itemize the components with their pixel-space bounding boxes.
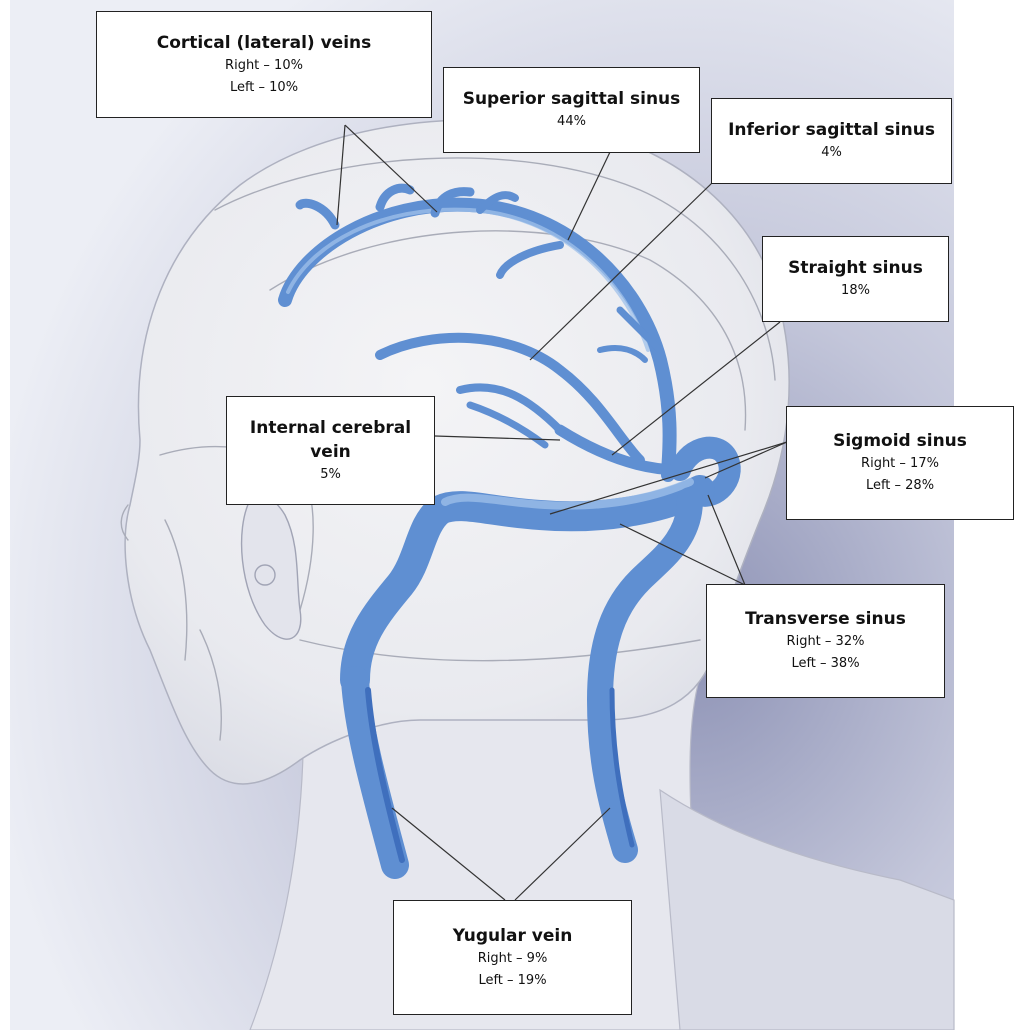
- label-yugular-left: Left – 19%: [478, 970, 546, 992]
- label-cortical-title: Cortical (lateral) veins: [157, 31, 372, 55]
- label-cortical-right: Right – 10%: [225, 55, 303, 77]
- label-transverse-left: Left – 38%: [791, 653, 859, 675]
- label-transverse-title: Transverse sinus: [745, 607, 906, 631]
- label-sigmoid-sinus: Sigmoid sinus Right – 17% Left – 28%: [786, 406, 1014, 520]
- label-superior-sagittal-title: Superior sagittal sinus: [463, 87, 681, 111]
- label-internal-cerebral-value: 5%: [320, 464, 341, 486]
- label-straight-title: Straight sinus: [788, 256, 923, 280]
- label-superior-sagittal-value: 44%: [557, 111, 586, 133]
- label-yugular-title: Yugular vein: [453, 924, 573, 948]
- label-yugular-right: Right – 9%: [478, 948, 548, 970]
- label-inferior-sagittal-title: Inferior sagittal sinus: [728, 118, 935, 142]
- label-transverse-sinus: Transverse sinus Right – 32% Left – 38%: [706, 584, 945, 698]
- label-straight-value: 18%: [841, 280, 870, 302]
- label-cortical-veins: Cortical (lateral) veins Right – 10% Lef…: [96, 11, 432, 118]
- label-yugular-vein: Yugular vein Right – 9% Left – 19%: [393, 900, 632, 1015]
- label-internal-cerebral-title: Internal cerebral vein: [246, 416, 416, 464]
- label-cortical-left: Left – 10%: [230, 77, 298, 99]
- label-sigmoid-left: Left – 28%: [866, 475, 934, 497]
- label-inferior-sagittal-value: 4%: [821, 142, 842, 164]
- label-sigmoid-title: Sigmoid sinus: [833, 429, 967, 453]
- label-internal-cerebral-vein: Internal cerebral vein 5%: [226, 396, 435, 505]
- label-inferior-sagittal-sinus: Inferior sagittal sinus 4%: [711, 98, 952, 184]
- label-transverse-right: Right – 32%: [787, 631, 865, 653]
- label-superior-sagittal-sinus: Superior sagittal sinus 44%: [443, 67, 700, 153]
- label-sigmoid-right: Right – 17%: [861, 453, 939, 475]
- label-straight-sinus: Straight sinus 18%: [762, 236, 949, 322]
